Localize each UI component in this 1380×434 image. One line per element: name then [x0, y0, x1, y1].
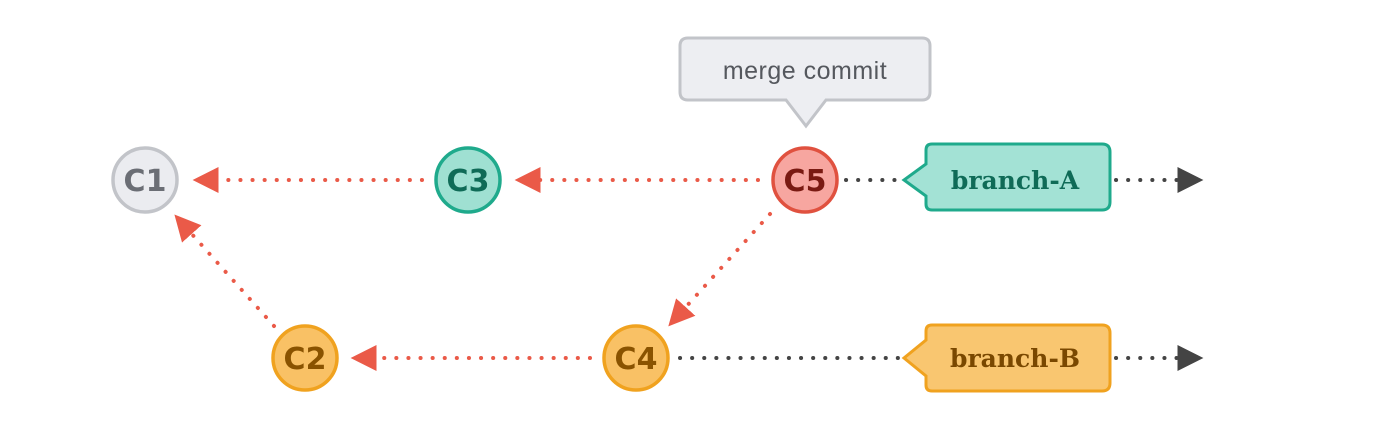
commit-c4[interactable]: C4: [602, 324, 670, 392]
commit-c5[interactable]: C5: [771, 146, 839, 214]
branch-a-name: branch-A: [951, 166, 1080, 195]
commit-c5-label: C5: [784, 164, 827, 199]
branch-b-name: branch-B: [950, 344, 1080, 373]
commit-c2-label: C2: [284, 342, 327, 377]
commit-c2[interactable]: C2: [271, 324, 339, 392]
callout-bubble: [678, 36, 932, 129]
callout-label: merge commit: [723, 57, 887, 85]
commit-c1[interactable]: C1: [111, 146, 179, 214]
commit-c3[interactable]: C3: [434, 146, 502, 214]
branch-b-label[interactable]: branch-B: [901, 323, 1112, 393]
link-c5-to-c4: [668, 212, 772, 327]
link-c2-to-c1: [174, 214, 276, 328]
merge-commit-callout: merge commit: [678, 36, 932, 129]
branches: branch-A branch-B: [901, 142, 1112, 393]
branch-a-label[interactable]: branch-A: [901, 142, 1112, 212]
commit-c4-label: C4: [615, 342, 658, 377]
parent-links: [174, 167, 772, 371]
commit-c1-label: C1: [124, 164, 167, 199]
branch-links: [678, 167, 1204, 371]
commit-c3-label: C3: [447, 164, 490, 199]
commits: C1 C2 C3 C4 C5: [111, 146, 839, 392]
